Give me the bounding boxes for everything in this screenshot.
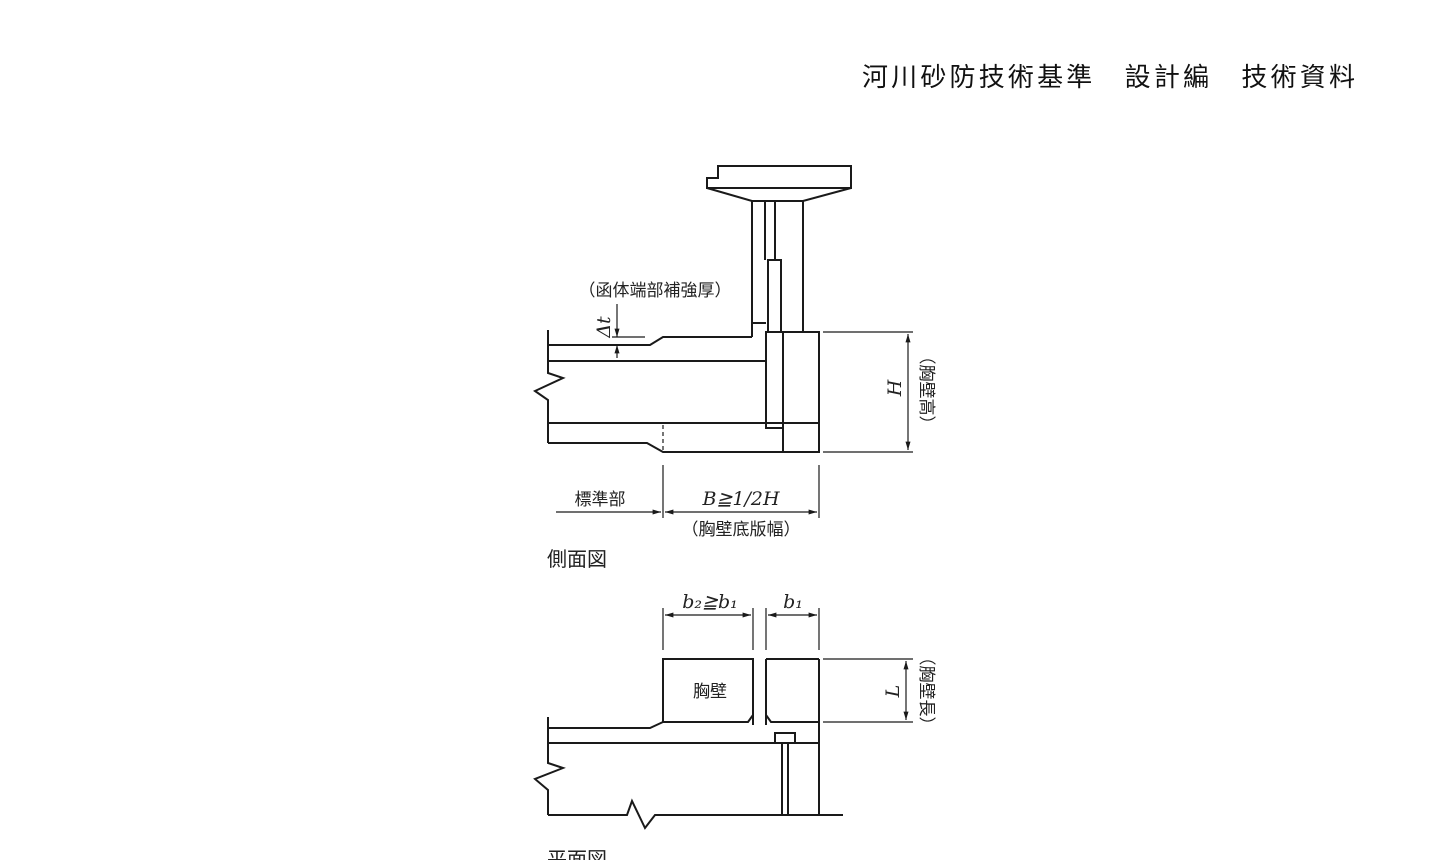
width-formula: B≧1/2H — [701, 488, 779, 510]
standard-part-label: 標準部 — [575, 490, 626, 510]
plan-break-line — [533, 717, 566, 815]
plan-bottom-line — [548, 798, 843, 830]
pier-inner-lines — [764, 201, 776, 260]
height-symbol: H — [884, 379, 906, 397]
bottom-slab-bottom — [548, 442, 819, 453]
joint-rod — [781, 742, 789, 816]
breast-wall-box — [662, 658, 754, 723]
side-view-drawing — [532, 165, 913, 518]
height-label: （胸壁高） — [916, 348, 936, 433]
length-label: （胸壁長） — [916, 649, 936, 734]
reinforce-thickness-label: （函体端部補強厚） — [579, 281, 732, 301]
breast-wall — [782, 331, 820, 453]
plan-view-caption: 平面図 — [547, 847, 607, 860]
bridge-deck — [706, 165, 852, 189]
b2-formula: b₂≧b₁ — [682, 591, 737, 613]
side-view-caption: 側面図 — [547, 547, 607, 571]
break-line — [532, 330, 566, 443]
bearing-rod — [767, 259, 782, 333]
deck-haunch — [706, 187, 852, 202]
page-header-title: 河川砂防技術基準 設計編 技術資料 — [862, 63, 1355, 93]
top-slab-top — [548, 336, 752, 346]
length-symbol: L — [882, 685, 904, 699]
wall-box-right — [765, 658, 819, 723]
joint-member — [765, 331, 784, 429]
plan-view-drawing — [533, 608, 913, 830]
b1-label: b₁ — [783, 591, 803, 613]
breast-wall-label: 胸壁 — [693, 682, 727, 702]
joint-cap — [774, 732, 796, 744]
width-label: （胸壁底版幅） — [682, 520, 801, 540]
delta-t-label: Δt — [593, 316, 615, 339]
